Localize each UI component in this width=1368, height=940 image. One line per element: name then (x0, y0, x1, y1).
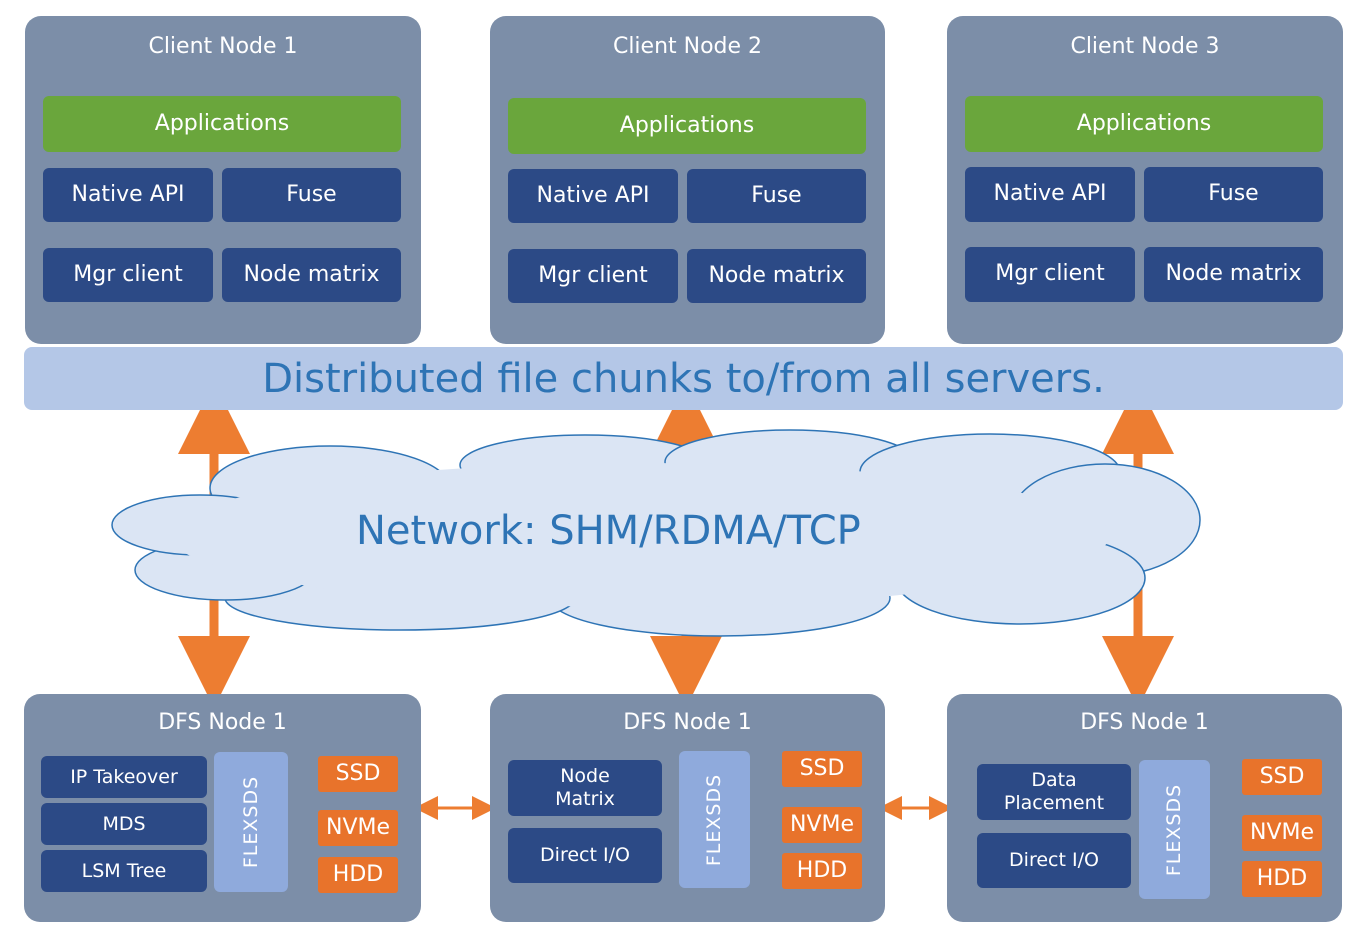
distributed-chunks-banner: Distributed file chunks to/from all serv… (24, 347, 1343, 410)
fuse-box: Fuse (222, 168, 401, 222)
ip-takeover-box: IP Takeover (41, 756, 207, 798)
native-api-box: Native API (43, 168, 213, 222)
dfs-node-title: DFS Node 1 (623, 710, 752, 735)
hdd-box: HDD (1242, 861, 1322, 897)
nvme-box: NVMe (1242, 815, 1322, 851)
node-matrix-box: Node Matrix (508, 760, 662, 816)
nvme-box: NVMe (782, 807, 862, 843)
applications-box: Applications (965, 96, 1323, 152)
dfs-node-title: DFS Node 1 (158, 710, 287, 735)
flexsds-label: FLEXSDS (1163, 783, 1186, 876)
node-matrix-box: Node matrix (687, 249, 866, 303)
nvme-box: NVMe (318, 810, 398, 846)
hdd-box: HDD (782, 853, 862, 889)
ssd-box: SSD (1242, 759, 1322, 795)
flexsds-label: FLEXSDS (703, 773, 726, 866)
mgr-client-box: Mgr client (508, 249, 678, 303)
node-matrix-box: Node matrix (1144, 247, 1323, 302)
client-node-title: Client Node 3 (1070, 34, 1220, 59)
fuse-box: Fuse (687, 169, 866, 223)
client-node-2: Client Node 2 Applications Native API Fu… (490, 16, 885, 344)
applications-box: Applications (43, 96, 401, 152)
native-api-box: Native API (965, 167, 1135, 222)
client-node-title: Client Node 1 (148, 34, 298, 59)
ssd-box: SSD (782, 751, 862, 787)
client-node-title: Client Node 2 (612, 34, 763, 59)
mds-box: MDS (41, 803, 207, 845)
network-label: Network: SHM/RDMA/TCP (356, 508, 861, 554)
hdd-box: HDD (318, 857, 398, 893)
client-node-3: Client Node 3 Applications Native API Fu… (947, 16, 1343, 344)
direct-io-box: Direct I/O (977, 833, 1131, 888)
ssd-box: SSD (318, 756, 398, 792)
node-matrix-box: Node matrix (222, 248, 401, 302)
lsm-tree-box: LSM Tree (41, 850, 207, 892)
flexsds-box: FLEXSDS (679, 751, 750, 888)
mgr-client-box: Mgr client (965, 247, 1135, 302)
mgr-client-box: Mgr client (43, 248, 213, 302)
dfs-node-1: DFS Node 1 IP Takeover MDS LSM Tree FLEX… (24, 694, 421, 922)
network-cloud (111, 429, 1201, 637)
flexsds-box: FLEXSDS (214, 752, 288, 892)
dfs-node-2: DFS Node 1 Node Matrix Direct I/O FLEXSD… (490, 694, 885, 922)
flexsds-label: FLEXSDS (240, 775, 263, 869)
native-api-box: Native API (508, 169, 678, 223)
fuse-box: Fuse (1144, 167, 1323, 222)
client-node-1: Client Node 1 Applications Native API Fu… (25, 16, 421, 344)
dfs-node-title: DFS Node 1 (1080, 710, 1209, 735)
applications-box: Applications (508, 98, 866, 154)
flexsds-box: FLEXSDS (1139, 760, 1210, 899)
data-placement-box: Data Placement (977, 764, 1131, 820)
dfs-node-3: DFS Node 1 Data Placement Direct I/O FLE… (947, 694, 1342, 922)
direct-io-box: Direct I/O (508, 828, 662, 883)
